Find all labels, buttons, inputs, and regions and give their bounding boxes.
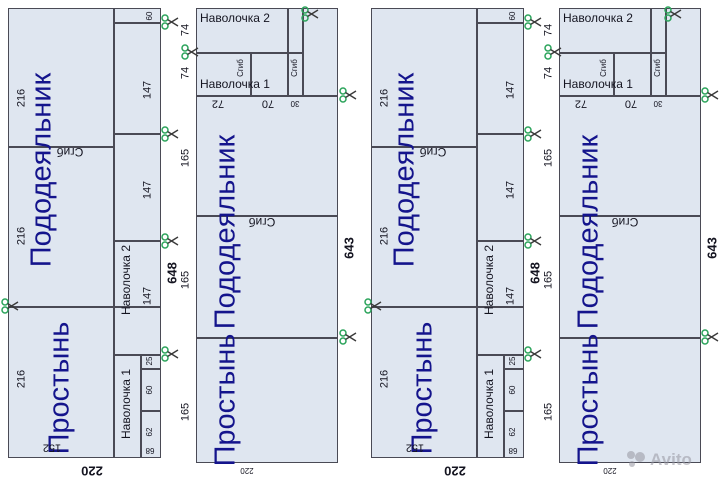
scissors-icon xyxy=(364,298,382,314)
dim-label: 74 xyxy=(179,66,192,80)
fold-label: Сгиб xyxy=(611,215,639,229)
dim-label: 62 xyxy=(508,427,517,437)
scissors-icon xyxy=(664,6,682,22)
dim-label: 25 xyxy=(508,356,517,366)
dim-label: 62 xyxy=(145,427,154,437)
dim-label: 220 xyxy=(444,463,466,479)
dim-label: 72 xyxy=(211,97,225,110)
pillowcase-1-label: Наволочка 1 xyxy=(119,369,133,439)
dim-label: 216 xyxy=(378,88,391,108)
dim-label: 152 xyxy=(405,441,425,454)
scissors-icon xyxy=(161,346,179,362)
pillowcase-1-label: Наволочка 1 xyxy=(563,77,633,91)
duvet-label: Пододеяльник xyxy=(388,72,421,268)
duvet-label: Пододеяльник xyxy=(209,134,242,330)
dim-label: 25 xyxy=(145,356,154,366)
dim-label: 68 xyxy=(145,446,155,455)
scissors-icon xyxy=(339,329,357,345)
pillowcase-2-label: Наволочка 2 xyxy=(200,11,270,25)
scissors-icon xyxy=(161,14,179,30)
fold-label: Сгиб xyxy=(56,145,84,159)
sheet-label: Простынь xyxy=(406,321,439,455)
layout-b-panel xyxy=(196,8,338,463)
sheet-label: Простынь xyxy=(572,333,605,467)
sheet-label: Простынь xyxy=(43,321,76,455)
dim-label: 216 xyxy=(378,369,391,389)
pillowcase-1-label: Наволочка 1 xyxy=(200,77,270,91)
dim-label: 216 xyxy=(15,88,28,108)
scissors-icon xyxy=(339,87,357,103)
dim-label: 165 xyxy=(542,270,555,290)
fold-label: Сгиб xyxy=(419,145,447,159)
duvet-label: Пододеяльник xyxy=(25,72,58,268)
scissors-icon xyxy=(524,126,542,142)
dim-label: 60 xyxy=(508,11,517,21)
dim-label: 72 xyxy=(574,97,588,110)
dim-label: 147 xyxy=(141,180,154,200)
dim-label: 165 xyxy=(179,270,192,290)
dim-label: 643 xyxy=(341,237,357,259)
dim-label: 216 xyxy=(15,369,28,389)
scissors-icon xyxy=(161,233,179,249)
scissors-icon xyxy=(524,233,542,249)
dim-label: 165 xyxy=(542,148,555,168)
avito-logo-icon xyxy=(627,451,645,467)
scissors-icon xyxy=(701,87,719,103)
dim-label: 147 xyxy=(504,180,517,200)
scissors-icon xyxy=(181,44,199,60)
pillowcase-2-label: Наволочка 2 xyxy=(119,245,133,315)
layout-c-panel xyxy=(371,8,524,458)
fold-small-label: Сгиб xyxy=(599,59,608,77)
scissors-icon xyxy=(1,298,19,314)
dim-label: 74 xyxy=(542,23,555,37)
pillowcase-2-label: Наволочка 2 xyxy=(482,245,496,315)
scissors-icon xyxy=(301,6,319,22)
dim-label: 74 xyxy=(179,23,192,37)
dim-label: 147 xyxy=(504,286,517,306)
dim-label: 152 xyxy=(42,441,62,454)
sheet-label: Простынь xyxy=(209,333,242,467)
dim-label: 60 xyxy=(508,385,517,395)
scissors-icon xyxy=(524,14,542,30)
duvet-label: Пододеяльник xyxy=(572,134,605,330)
dim-label: 147 xyxy=(141,80,154,100)
dim-label: 68 xyxy=(508,446,518,455)
dim-label: 648 xyxy=(164,262,180,284)
fold-small-label: Сгиб xyxy=(653,59,662,77)
layout-a-divider xyxy=(113,8,115,458)
dim-label: 165 xyxy=(179,148,192,168)
dim-label: 220 xyxy=(240,466,254,475)
dim-label: 60 xyxy=(145,11,154,21)
avito-watermark: Avito xyxy=(650,450,692,469)
layout-d-panel xyxy=(559,8,701,463)
dim-label: 147 xyxy=(141,286,154,306)
dim-label: 648 xyxy=(527,262,543,284)
dim-label: 70 xyxy=(624,97,638,110)
pillowcase-1-label: Наволочка 1 xyxy=(482,369,496,439)
dim-label: 60 xyxy=(145,385,154,395)
dim-label: 643 xyxy=(704,237,720,259)
dim-label: 30 xyxy=(653,99,663,108)
dim-label: 216 xyxy=(378,226,391,246)
dim-label: 147 xyxy=(504,80,517,100)
scissors-icon xyxy=(544,44,562,60)
scissors-icon xyxy=(524,346,542,362)
dim-label: 220 xyxy=(81,463,103,479)
dim-label: 220 xyxy=(603,466,617,475)
dim-label: 165 xyxy=(179,402,192,422)
fold-label: Сгиб xyxy=(248,215,276,229)
dim-label: 70 xyxy=(261,97,275,110)
dim-label: 216 xyxy=(15,226,28,246)
scissors-icon xyxy=(161,126,179,142)
fold-small-label: Сгиб xyxy=(236,59,245,77)
fold-small-label: Сгиб xyxy=(290,59,299,77)
dim-label: 30 xyxy=(290,99,300,108)
layout-a-panel xyxy=(8,8,161,458)
scissors-icon xyxy=(701,329,719,345)
pillowcase-2-label: Наволочка 2 xyxy=(563,11,633,25)
dim-label: 165 xyxy=(542,402,555,422)
dim-label: 74 xyxy=(542,66,555,80)
